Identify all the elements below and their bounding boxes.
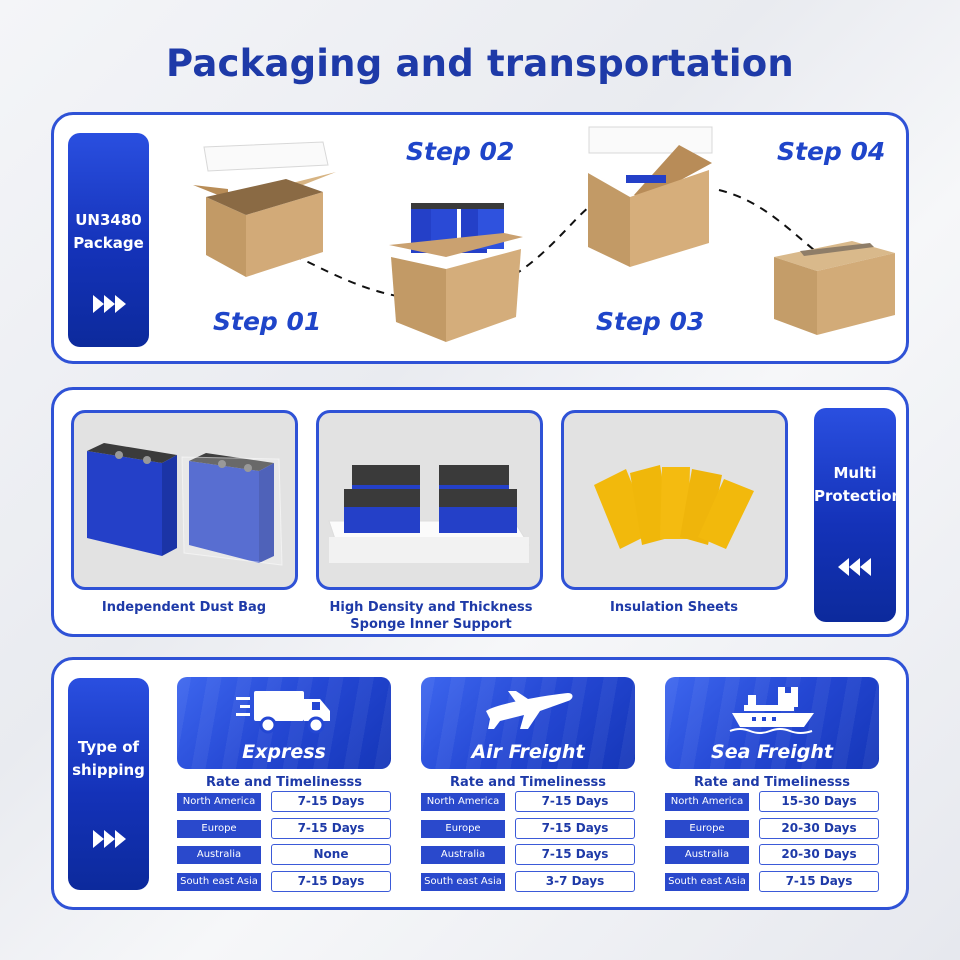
- insulation-sheets-image: [561, 410, 788, 590]
- sea-freight-title: Sea Freight: [711, 741, 833, 763]
- airplane-icon: [486, 691, 573, 729]
- dust-bag-image: [71, 410, 298, 590]
- table-row: Australia None: [177, 843, 391, 870]
- shipping-tab-line2: shipping: [72, 761, 145, 779]
- packaging-steps-panel: UN3480 Package Step 01 Step 02: [51, 112, 909, 364]
- insulation-sheets-illustration: [594, 465, 754, 549]
- batteries-on-sponge-illustration: [328, 465, 530, 563]
- multi-protection-panel: Independent Dust Bag High Density and Th…: [51, 387, 909, 637]
- table-row: North America 7-15 Days: [177, 790, 391, 817]
- box-with-batteries-illustration: [389, 203, 523, 342]
- days-value: 7-15 Days: [759, 870, 879, 892]
- air-freight-title: Air Freight: [471, 741, 585, 763]
- air-freight-banner: Air Freight: [421, 677, 635, 769]
- closing-box-illustration: [579, 126, 713, 267]
- protection-tab-line2: Protection: [814, 487, 903, 505]
- region-label: Australia: [421, 846, 505, 864]
- region-label: North America: [421, 793, 505, 811]
- table-row: South east Asia 7-15 Days: [177, 870, 391, 897]
- protection-tab-line1: Multi: [833, 464, 877, 482]
- insulation-sheets-caption: Insulation Sheets: [610, 600, 738, 615]
- un3480-package-tab: UN3480 Package: [68, 133, 149, 347]
- sea-freight-banner: Sea Freight: [665, 677, 879, 769]
- days-value: 7-15 Days: [271, 791, 391, 812]
- step-04-label: Step 04: [777, 137, 886, 166]
- package-tab-line1: UN3480: [75, 211, 142, 229]
- express-banner: Express: [177, 677, 391, 769]
- table-row: South east Asia 3-7 Days: [421, 870, 635, 897]
- sponge-support-caption-line2: Sponge Inner Support: [350, 617, 512, 632]
- table-row: North America 7-15 Days: [421, 790, 635, 817]
- step-02-label: Step 02: [406, 137, 515, 166]
- region-label: North America: [177, 793, 261, 811]
- air-freight-shipping-column: Air Freight Rate and Timelinesss North A…: [421, 677, 635, 896]
- battery-in-dust-bag-illustration: [87, 443, 283, 566]
- double-chevron-left-icon: [814, 556, 896, 584]
- express-rate-heading: Rate and Timelinesss: [205, 775, 363, 790]
- express-shipping-column: Express Rate and Timelinesss North Ameri…: [177, 677, 391, 896]
- sea-freight-rate-heading: Rate and Timelinesss: [693, 775, 851, 790]
- double-chevron-right-icon: [68, 828, 149, 856]
- cargo-ship-icon: [729, 687, 814, 734]
- step-03-label: Step 03: [596, 307, 705, 336]
- open-box-with-lid-illustration: [193, 141, 336, 277]
- express-title: Express: [242, 741, 326, 763]
- double-chevron-right-icon: [68, 293, 149, 321]
- region-label: South east Asia: [177, 872, 261, 891]
- sponge-support-caption-line1: High Density and Thickness: [329, 600, 533, 615]
- region-label: Australia: [177, 846, 261, 864]
- days-value: 7-15 Days: [271, 870, 391, 892]
- days-value: 3-7 Days: [515, 870, 635, 892]
- table-row: North America 15-30 Days: [665, 790, 879, 817]
- region-label: Europe: [665, 819, 749, 838]
- dust-bag-caption: Independent Dust Bag: [101, 600, 267, 615]
- page-title: Packaging and transportation: [166, 42, 794, 85]
- air-freight-rate-heading: Rate and Timelinesss: [449, 775, 607, 790]
- days-value: 7-15 Days: [515, 791, 635, 812]
- sea-freight-shipping-column: Sea Freight Rate and Timelinesss North A…: [665, 677, 879, 896]
- days-value: 7-15 Days: [515, 844, 635, 865]
- days-value: 20-30 Days: [759, 817, 879, 839]
- table-row: Europe 7-15 Days: [177, 817, 391, 844]
- days-value: 20-30 Days: [759, 844, 879, 865]
- type-of-shipping-tab: Type of shipping: [68, 678, 149, 890]
- region-label: South east Asia: [665, 872, 749, 891]
- table-row: Australia 20-30 Days: [665, 843, 879, 870]
- package-tab-line2: Package: [73, 234, 144, 252]
- region-label: Europe: [421, 819, 505, 838]
- sealed-box-illustration: [774, 241, 895, 335]
- region-label: North America: [665, 793, 749, 811]
- days-value: 7-15 Days: [515, 817, 635, 839]
- region-label: South east Asia: [421, 872, 505, 891]
- days-value: None: [271, 844, 391, 865]
- table-row: Europe 20-30 Days: [665, 817, 879, 844]
- multi-protection-tab: Multi Protection: [814, 408, 903, 622]
- table-row: South east Asia 7-15 Days: [665, 870, 879, 897]
- table-row: Europe 7-15 Days: [421, 817, 635, 844]
- days-value: 15-30 Days: [759, 791, 879, 812]
- table-row: Australia 7-15 Days: [421, 843, 635, 870]
- shipping-tab-line1: Type of: [77, 738, 140, 756]
- shipping-panel: Type of shipping Express Rate and Timeli…: [51, 657, 909, 910]
- region-label: Europe: [177, 819, 261, 838]
- delivery-truck-icon: [236, 691, 330, 734]
- days-value: 7-15 Days: [271, 817, 391, 839]
- region-label: Australia: [665, 846, 749, 864]
- step-01-label: Step 01: [213, 307, 322, 336]
- sponge-support-image: [316, 410, 543, 590]
